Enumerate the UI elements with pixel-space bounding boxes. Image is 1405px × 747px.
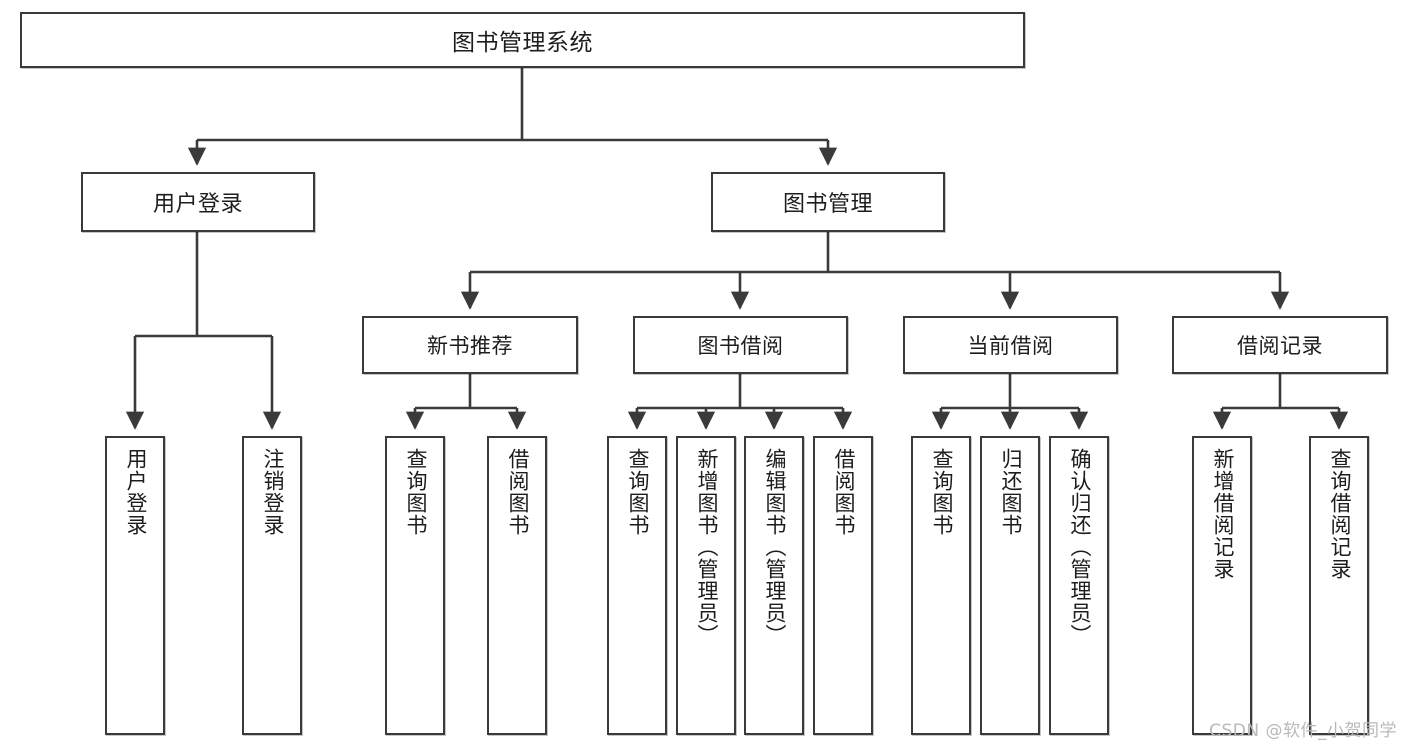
leaf-recommend-query-book[interactable]: 查询图书: [385, 436, 445, 735]
node-label: 查询图书: [403, 448, 428, 536]
node-label: 用户登录: [123, 448, 148, 536]
leaf-current-return-book[interactable]: 归还图书: [980, 436, 1040, 735]
node-root-system[interactable]: 图书管理系统: [20, 12, 1025, 68]
leaf-user-logout[interactable]: 注销登录: [242, 436, 302, 735]
node-label: 借阅图书: [505, 448, 530, 536]
node-user-login[interactable]: 用户登录: [81, 172, 315, 232]
leaf-borrow-edit-book-admin[interactable]: 编辑图书（管理员）: [744, 436, 804, 735]
node-label: 新书推荐: [427, 334, 513, 358]
node-label: 查询借阅记录: [1327, 448, 1352, 580]
node-label: 确认归还（管理员）: [1067, 448, 1092, 646]
node-label: 借阅图书: [831, 448, 856, 536]
node-book-borrow[interactable]: 图书借阅: [633, 316, 848, 374]
node-label: 借阅记录: [1237, 334, 1323, 358]
leaf-recommend-borrow-book[interactable]: 借阅图书: [487, 436, 547, 735]
node-label: 编辑图书（管理员）: [762, 448, 787, 646]
node-current-borrow[interactable]: 当前借阅: [903, 316, 1118, 374]
node-label: 归还图书: [998, 448, 1023, 536]
node-label: 用户登录: [152, 192, 243, 217]
node-label: 新增借阅记录: [1210, 448, 1235, 580]
node-borrow-record[interactable]: 借阅记录: [1172, 316, 1388, 374]
node-label: 查询图书: [625, 448, 650, 536]
node-new-book-recommend[interactable]: 新书推荐: [362, 316, 578, 374]
watermark-text: CSDN @软件_小贺同学: [1209, 721, 1397, 741]
leaf-borrow-borrow-book[interactable]: 借阅图书: [813, 436, 873, 735]
leaf-record-query-record[interactable]: 查询借阅记录: [1309, 436, 1369, 735]
leaf-borrow-add-book-admin[interactable]: 新增图书（管理员）: [676, 436, 736, 735]
node-label: 新增图书（管理员）: [694, 448, 719, 646]
node-label: 查询图书: [929, 448, 954, 536]
leaf-user-login[interactable]: 用户登录: [105, 436, 165, 735]
node-label: 图书管理: [782, 192, 873, 217]
leaf-current-confirm-return-admin[interactable]: 确认归还（管理员）: [1049, 436, 1109, 735]
node-label: 图书借阅: [697, 334, 784, 358]
leaf-borrow-query-book[interactable]: 查询图书: [607, 436, 667, 735]
node-label: 图书管理系统: [452, 30, 593, 56]
leaf-current-query-book[interactable]: 查询图书: [911, 436, 971, 735]
node-label: 注销登录: [260, 448, 285, 536]
leaf-record-add-record[interactable]: 新增借阅记录: [1192, 436, 1252, 735]
node-label: 当前借阅: [967, 334, 1054, 358]
node-book-management[interactable]: 图书管理: [711, 172, 945, 232]
